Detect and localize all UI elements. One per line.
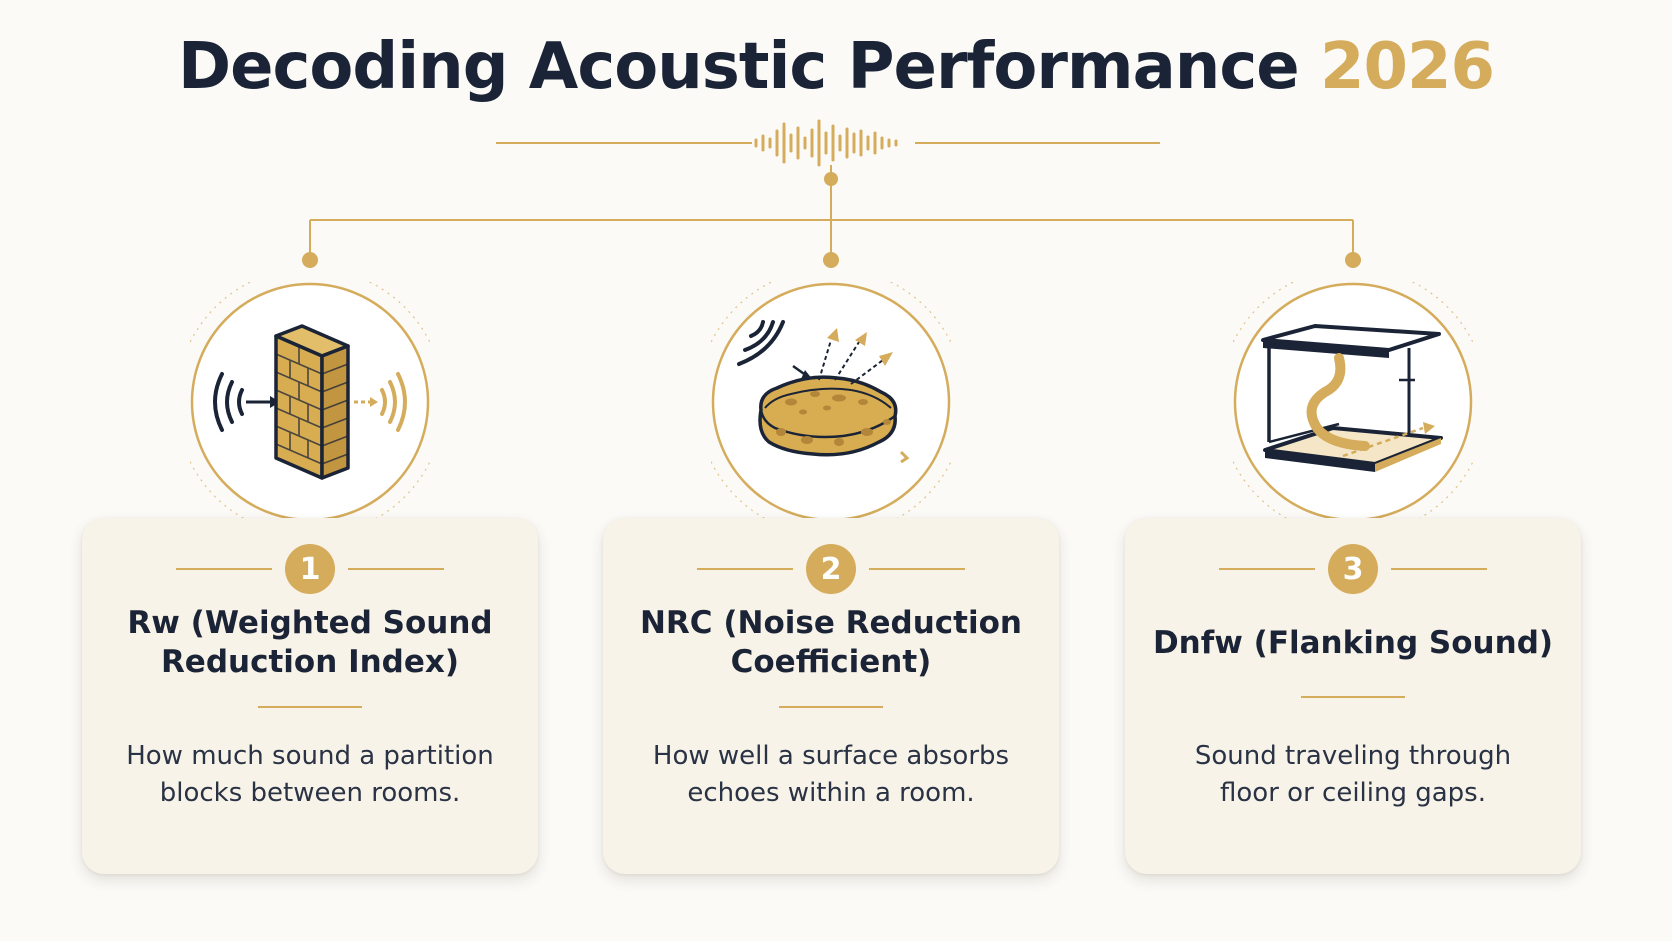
card-description: How much sound a partition blocks betwee… (126, 741, 494, 808)
sponge-absorption-icon (711, 282, 951, 522)
page-title: Decoding Acoustic Performance 2026 (0, 30, 1672, 104)
metric-card-nrc: 2 NRC (Noise Reduction Coefficient) How … (603, 518, 1059, 874)
card-number-badge: 1 (285, 544, 335, 594)
card-number-badge: 3 (1328, 544, 1378, 594)
card-number-badge: 2 (806, 544, 856, 594)
soundwave-icon (754, 119, 898, 167)
card-number-row: 1 (82, 544, 538, 594)
title-main: Decoding Acoustic Performance (177, 30, 1300, 104)
card-rule-left (176, 568, 272, 570)
card-heading: NRC (Noise Reduction Coefficient) (639, 605, 1022, 680)
metric-card-rw: 1 Rw (Weighted Sound Reduction Index) Ho… (82, 518, 538, 874)
card-heading: Dnfw (Flanking Sound) (1152, 625, 1554, 661)
card-rule-right (1391, 568, 1487, 570)
card-number-row: 2 (603, 544, 1059, 594)
card-description: How well a surface absorbs echoes within… (652, 741, 1010, 808)
card-rule-right (869, 568, 965, 570)
card-rule-left (1219, 568, 1315, 570)
card-description: Sound traveling through floor or ceiling… (1194, 741, 1512, 808)
card-heading: Rw (Weighted Sound Reduction Index) (127, 605, 493, 680)
title-year: 2026 (1319, 30, 1495, 104)
card-divider (1301, 696, 1405, 698)
card-rule-right (348, 568, 444, 570)
card-number-row: 3 (1125, 544, 1581, 594)
brick-wall-sound-block-icon (190, 282, 430, 522)
metric-card-dnfw: 3 Dnfw (Flanking Sound) Sound traveling … (1125, 518, 1581, 874)
card-divider (258, 706, 362, 708)
floor-ceiling-flanking-icon (1233, 282, 1473, 522)
card-rule-left (697, 568, 793, 570)
card-divider (779, 706, 883, 708)
